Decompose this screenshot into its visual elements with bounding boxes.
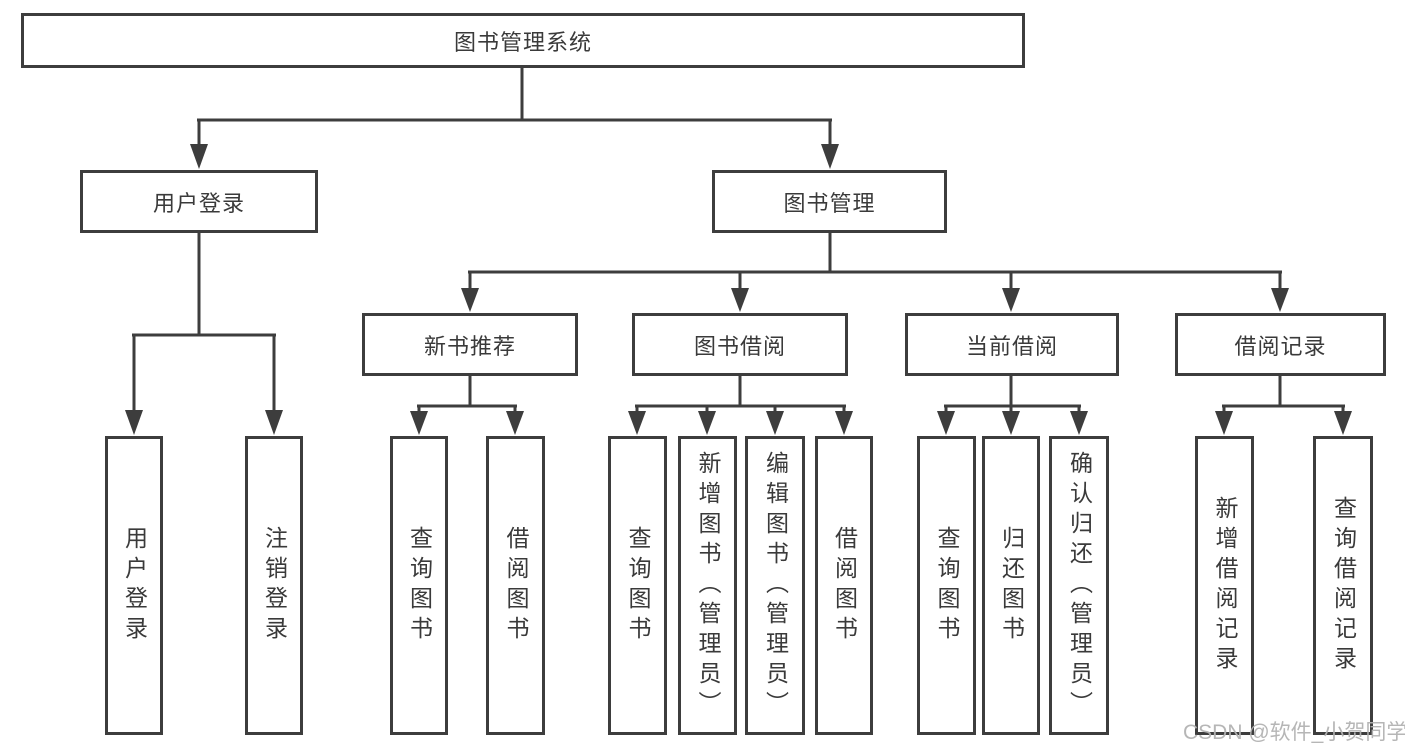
connector-records-to-leaves	[1215, 376, 1352, 435]
connector-newrec-to-leaves	[410, 376, 524, 435]
leaf-return-books: 归还图书	[982, 436, 1040, 735]
connector-root-to-level2	[190, 68, 839, 169]
leaf-newrec-borrow-books: 借阅图书	[486, 436, 545, 735]
leaf-borrow-query-books: 查询图书	[608, 436, 667, 735]
node-borrowing-records: 借阅记录	[1175, 313, 1386, 376]
connector-login-to-leaves	[125, 233, 283, 435]
connector-current-to-leaves	[937, 376, 1088, 435]
leaf-newrec-query-books: 查询图书	[390, 436, 448, 735]
leaf-add-book-admin: 新增图书（管理员）	[678, 436, 737, 735]
node-book-borrowing: 图书借阅	[632, 313, 848, 376]
connector-mgmt-to-level3	[461, 233, 1289, 312]
leaf-borrow-books: 借阅图书	[815, 436, 873, 735]
leaf-user-login: 用户登录	[105, 436, 163, 735]
node-book-management: 图书管理	[712, 170, 947, 233]
node-new-book-recommend: 新书推荐	[362, 313, 578, 376]
leaf-confirm-return-admin: 确认归还（管理员）	[1049, 436, 1109, 735]
node-user-login: 用户登录	[80, 170, 318, 233]
csdn-watermark: CSDN @软件_小贺同学	[1183, 721, 1405, 744]
connector-borrow-to-leaves	[628, 376, 853, 435]
leaf-query-borrow-record: 查询借阅记录	[1313, 436, 1373, 735]
node-root: 图书管理系统	[21, 13, 1025, 68]
leaf-logout: 注销登录	[245, 436, 303, 735]
leaf-edit-book-admin: 编辑图书（管理员）	[745, 436, 805, 735]
leaf-add-borrow-record: 新增借阅记录	[1195, 436, 1254, 735]
leaf-current-query-books: 查询图书	[917, 436, 976, 735]
node-current-borrowing: 当前借阅	[905, 313, 1119, 376]
